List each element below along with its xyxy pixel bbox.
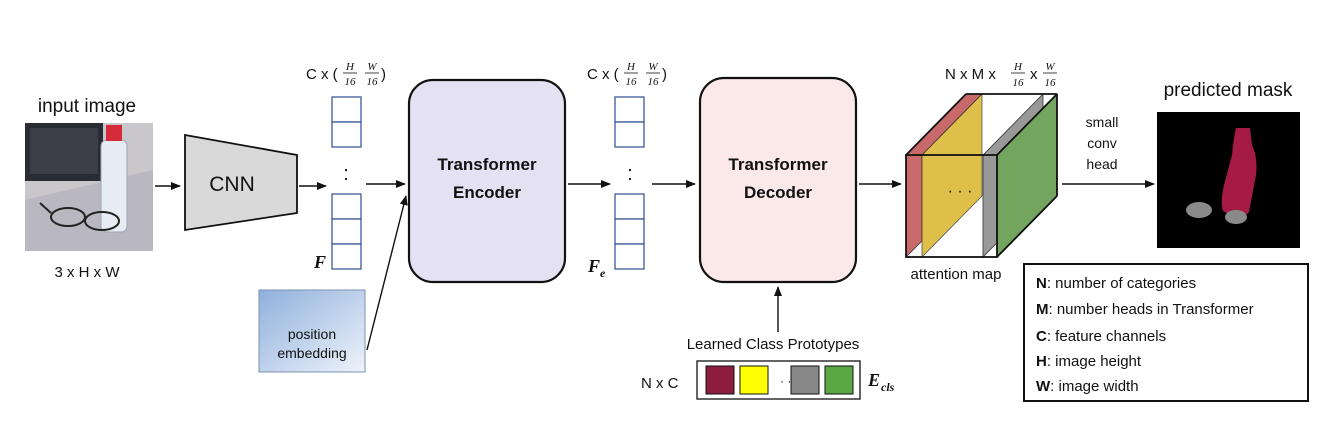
feature-f-dots: :: [343, 163, 349, 185]
conv-head-line2: conv: [1087, 135, 1117, 151]
prototype-cell: [705, 365, 735, 395]
decoder-line2: Decoder: [744, 183, 812, 202]
arrow-position-to-encoder: [366, 195, 408, 351]
legend-box: [1023, 263, 1309, 402]
feature-fe-denom-h: 16: [626, 76, 638, 88]
cnn-block: CNN: [184, 133, 298, 232]
position-embedding-box: [258, 289, 366, 373]
feature-f-symbol: F: [313, 252, 326, 272]
feature-fe-w-over: W: [648, 61, 658, 73]
legend-item: H: image height: [1036, 353, 1142, 370]
legend-item: W: image width: [1036, 378, 1139, 395]
mask-part-region: [1225, 210, 1247, 224]
feature-f-w-over: W: [367, 61, 377, 73]
cnn-label: CNN: [209, 173, 255, 196]
feature-f-denom-w: 16: [367, 76, 379, 88]
cnn-trapezoid: [184, 133, 298, 232]
feature-fe-denom-w: 16: [648, 76, 660, 88]
attention-x-sep: x: [1030, 66, 1038, 83]
encoder-line2: Encoder: [453, 183, 521, 202]
attention-slice: [921, 93, 983, 258]
attention-dims-prefix: N x M x: [945, 66, 996, 83]
prototypes-dims: N x C: [641, 375, 679, 392]
conv-head-group: small conv head: [1086, 114, 1119, 172]
mask-bottle-region: [1221, 128, 1257, 217]
attention-label: attention map: [911, 266, 1002, 283]
encoder-line1: Transformer: [437, 155, 537, 174]
attention-denom-w: 16: [1045, 77, 1057, 89]
attention-cube-wireframe: [905, 93, 1058, 258]
feature-f-dims-prefix: C x (: [306, 66, 338, 83]
mask-part-region: [1186, 202, 1212, 218]
prototypes-symbol: E: [867, 370, 880, 390]
input-image-group: input image 3 x H x W: [25, 96, 153, 281]
input-image-dims: 3 x H x W: [54, 264, 120, 281]
input-image-title: input image: [38, 96, 136, 117]
attention-slice: [905, 139, 923, 258]
position-embedding-block: position embedding: [258, 289, 366, 373]
position-embedding-line2: embedding: [277, 345, 346, 361]
transformer-encoder-block: Transformer Encoder: [407, 78, 567, 284]
legend-item: C: feature channels: [1036, 328, 1166, 345]
feature-f-h-over: H: [345, 61, 355, 73]
feature-fe-dims-prefix: C x (: [587, 66, 619, 83]
prototype-cell: [790, 365, 820, 395]
attention-ellipsis: · · ·: [948, 183, 973, 200]
feature-f-dims-suffix: ): [381, 66, 386, 83]
feature-fe-group: C x ( H 16 W 16 ) : F e: [587, 61, 667, 280]
attention-w-over: W: [1045, 61, 1055, 73]
attention-map-group: N x M x H 16 x W 16 · · · attention map: [905, 61, 1058, 283]
legend: N: number of categories M: number heads …: [1023, 263, 1309, 402]
feature-f-vector: [331, 96, 362, 270]
prototypes-symbol-sub: cls: [881, 380, 895, 394]
attention-h-over: H: [1013, 61, 1023, 73]
conv-head-line3: head: [1086, 156, 1117, 172]
predicted-mask-group: predicted mask: [1157, 80, 1300, 248]
legend-item: M: number heads in Transformer: [1036, 301, 1254, 318]
feature-f-group: C x ( H 16 W 16 ) : F: [306, 61, 386, 272]
feature-fe-symbol: F: [587, 256, 600, 276]
legend-item: N: number of categories: [1036, 275, 1196, 292]
encoder-box: [407, 78, 567, 284]
class-prototypes-group: Learned Class Prototypes N x C · · · E c…: [641, 336, 895, 400]
conv-head-line1: small: [1086, 114, 1119, 130]
decoder-box: [698, 76, 858, 284]
prototype-cell: [739, 365, 769, 395]
transformer-decoder-block: Transformer Decoder: [698, 76, 858, 284]
decoder-line1: Transformer: [728, 155, 828, 174]
position-embedding-line1: position: [288, 326, 336, 342]
feature-fe-dims-suffix: ): [662, 66, 667, 83]
feature-fe-dots: :: [627, 163, 633, 185]
feature-fe-symbol-sub: e: [600, 266, 606, 280]
feature-fe-vector: [614, 96, 645, 270]
input-photo: [25, 123, 153, 251]
attention-denom-h: 16: [1013, 77, 1025, 89]
predicted-mask-title: predicted mask: [1164, 80, 1293, 101]
feature-fe-h-over: H: [626, 61, 636, 73]
prototype-cell: [824, 365, 854, 395]
feature-f-denom-h: 16: [345, 76, 357, 88]
prototypes-title: Learned Class Prototypes: [687, 336, 860, 353]
